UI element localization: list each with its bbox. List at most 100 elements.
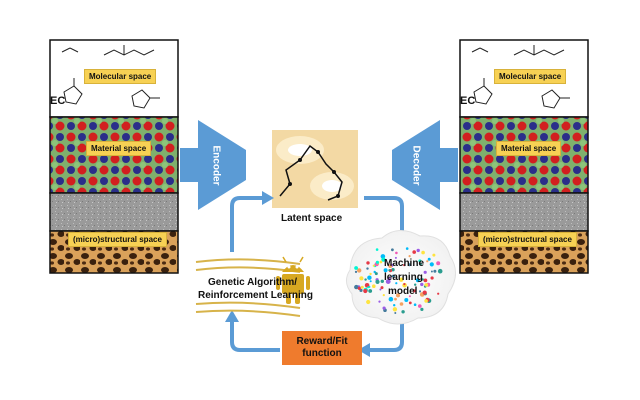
brain-dot — [437, 292, 440, 295]
encoder-label: Encoder — [210, 145, 222, 186]
brain-dot — [357, 286, 361, 290]
ml-label-line-2: learning — [384, 272, 423, 283]
brain-dot — [354, 266, 358, 270]
reward-label-line-1: Reward/Fit — [296, 336, 348, 347]
brain-dot — [403, 263, 406, 267]
brain-dot — [436, 261, 441, 266]
left-material-space-tag: Material space — [86, 141, 152, 156]
brain-dot — [426, 260, 429, 263]
brain-dot — [408, 301, 412, 305]
brain-dot — [414, 283, 417, 286]
brain-dot — [424, 283, 428, 287]
brain-dot — [392, 307, 398, 312]
brain-dot — [368, 289, 373, 293]
arrow-ga-to-latent — [230, 196, 264, 252]
brain-dot — [379, 288, 382, 291]
brain-dot — [366, 299, 371, 305]
brain-dot — [391, 274, 395, 278]
ga-label-line-1: Genetic Algorithm/ — [208, 277, 298, 288]
brain-dot — [357, 268, 362, 273]
right-structural-space-tag: (micro)structural space — [478, 232, 577, 247]
brain-dot — [427, 257, 431, 261]
machine-learning-brain-icon — [346, 230, 456, 325]
brain-dot — [369, 280, 372, 283]
brain-dot — [379, 260, 383, 264]
brain-dot — [363, 288, 368, 294]
vc-molecule-icon — [541, 89, 570, 109]
brain-dot — [375, 279, 380, 284]
brain-dot — [421, 250, 425, 255]
brain-dot — [413, 303, 417, 307]
brain-dot — [394, 297, 397, 301]
ec-molecule-icon — [473, 78, 493, 105]
brain-dot — [369, 272, 372, 276]
brain-dot — [399, 302, 404, 306]
android-robot-icon — [276, 256, 310, 304]
latent-space-label: Latent space — [281, 213, 343, 224]
ester-molecule-icon — [513, 45, 565, 56]
brain-dot — [367, 275, 372, 280]
brain-dot — [354, 284, 359, 290]
ester-molecule-icon — [103, 45, 155, 56]
brain-dot — [366, 261, 370, 265]
ec-label: EC — [50, 95, 66, 107]
brain-dot — [385, 279, 391, 284]
left-panel — [49, 39, 179, 274]
brain-dot — [408, 255, 411, 258]
encoder-arrow — [180, 120, 246, 210]
brain-dot — [360, 285, 364, 289]
brain-dot — [393, 304, 396, 307]
brain-dot — [380, 254, 386, 259]
brain-dot — [424, 299, 428, 303]
ga-label-line-2: Reinforcement Learning — [198, 290, 314, 301]
brain-dot — [382, 294, 385, 297]
brain-dot — [396, 293, 400, 298]
ml-label-line-1: Machine — [384, 258, 425, 269]
brain-dot — [423, 278, 428, 283]
water-molecule-icon — [471, 47, 489, 53]
brain-dot — [420, 307, 424, 311]
brain-dot — [404, 298, 409, 302]
cycle-arrows — [230, 196, 404, 352]
brain-dot — [423, 270, 427, 274]
brain-dot — [401, 310, 405, 314]
brain-dot — [430, 270, 433, 273]
vc-molecule-icon — [131, 89, 160, 109]
right-material-space-tag: Material space — [496, 141, 562, 156]
right-structural-top — [459, 192, 589, 232]
brain-dot — [395, 282, 398, 285]
ec-label-right: EC — [460, 95, 476, 107]
brain-dot — [430, 276, 434, 280]
brain-dot — [375, 260, 379, 264]
brain-dot — [429, 262, 434, 267]
brain-dot — [382, 306, 386, 310]
brain-dot — [380, 279, 384, 283]
brain-dot — [407, 263, 411, 267]
arrow-reward-to-ga — [230, 320, 280, 352]
right-panel — [459, 39, 589, 274]
brain-dot — [367, 286, 370, 289]
brain-dot — [416, 248, 420, 253]
brain-dot — [405, 247, 409, 250]
brain-dot — [421, 278, 424, 281]
brain-dot — [388, 264, 393, 268]
brain-dot — [415, 278, 420, 283]
brain-dot — [372, 264, 375, 267]
brain-dot — [394, 312, 397, 314]
brain-dot — [408, 295, 411, 298]
brain-dot — [437, 268, 443, 274]
brain-dot — [418, 290, 422, 293]
decoder-arrow — [392, 120, 458, 210]
brain-dot — [375, 248, 379, 251]
brain-dot — [374, 272, 378, 276]
arrow-latent-to-ml — [364, 196, 404, 234]
brain-dot — [403, 283, 406, 286]
brain-dot — [388, 296, 394, 302]
brain-dot — [391, 268, 395, 272]
brain-dot — [391, 248, 394, 252]
brain-dot — [354, 270, 358, 273]
brain-dot — [364, 278, 367, 281]
brain-dot — [412, 250, 417, 254]
brain-dot — [395, 251, 398, 255]
